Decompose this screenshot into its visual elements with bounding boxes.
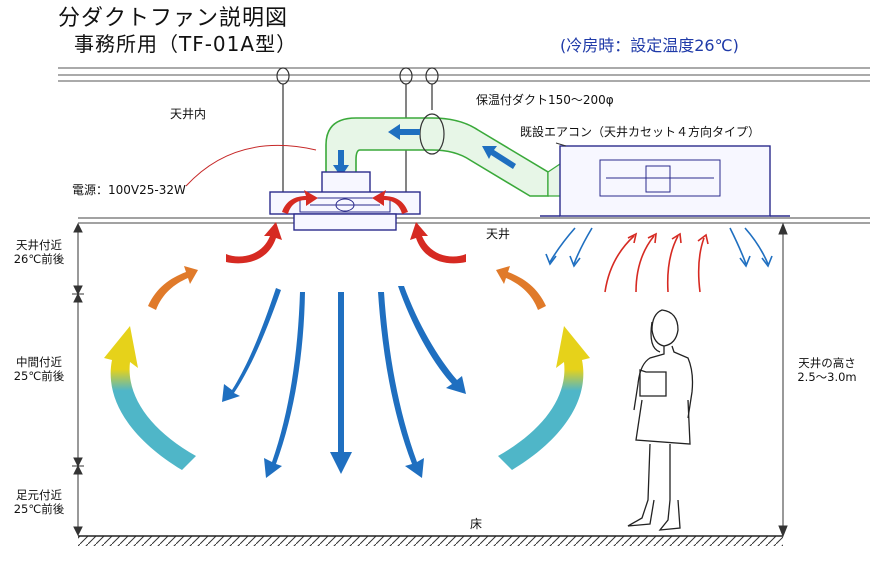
- zone-bottom-name: 足元付近: [16, 488, 62, 502]
- existing-ac-label: 既設エアコン（天井カセット４方向タイプ）: [520, 125, 761, 139]
- zone-top-name: 天井付近: [16, 238, 62, 252]
- power-cable: [185, 145, 317, 187]
- ceiling-height-title: 天井の高さ: [798, 356, 856, 370]
- zone-top-temp: 26℃前後: [13, 252, 65, 267]
- zone-middle-label: 中間付近 25℃前後: [4, 355, 74, 384]
- duct-airflow-arrows: [333, 124, 516, 177]
- fan-intake-arrows: [226, 190, 466, 264]
- title-line-1: 分ダクトファン説明図: [58, 6, 289, 31]
- existing-ac-cassette: [540, 142, 790, 217]
- zone-bottom-label: 足元付近 25℃前後: [4, 488, 74, 517]
- operating-condition: (冷房時：設定温度26℃): [560, 36, 739, 55]
- floor-label: 床: [470, 517, 483, 531]
- ceiling-height-dimension: [778, 222, 788, 538]
- zone-middle-name: 中間付近: [16, 355, 62, 369]
- zone-dimension-left: [72, 222, 84, 537]
- duct-label: 保温付ダクト150～200φ: [476, 93, 614, 107]
- ac-airflow-arrows: [545, 227, 773, 293]
- floor: [78, 535, 783, 546]
- zone-bottom-temp: 25℃前後: [13, 502, 65, 517]
- ceiling-space-label: 天井内: [170, 107, 207, 121]
- ceiling-label: 天井: [486, 227, 511, 241]
- power-label: 電源：100V25-32W: [72, 183, 186, 197]
- ceiling-height-label: 天井の高さ 2.5～3.0m: [786, 356, 868, 385]
- circulation-right: [496, 266, 590, 470]
- upper-slab: [58, 67, 870, 82]
- downflow-arrows: [222, 286, 466, 478]
- ceiling-line: [78, 217, 870, 224]
- person-figure: [627, 309, 694, 531]
- circulation-left: [104, 266, 198, 470]
- title-line-2: 事務所用（TF-01A型）: [74, 32, 298, 56]
- zone-top-label: 天井付近 26℃前後: [4, 238, 74, 267]
- zone-middle-temp: 25℃前後: [13, 369, 65, 384]
- ceiling-height-value: 2.5～3.0m: [797, 370, 857, 385]
